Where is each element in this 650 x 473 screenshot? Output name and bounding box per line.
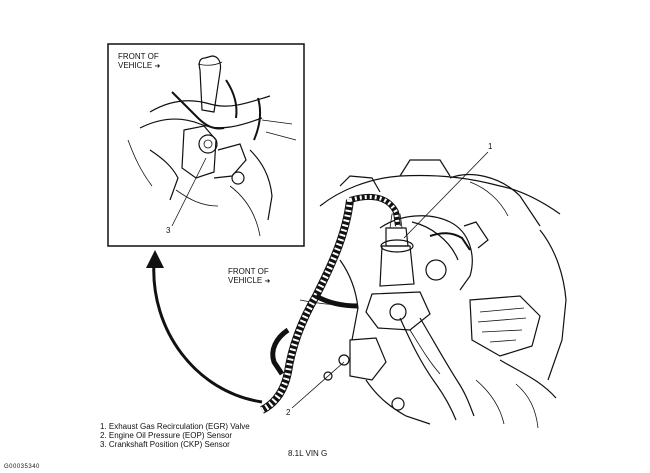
front-direction-icon: ➜ xyxy=(264,277,271,285)
engine-caption: 8.1L VIN G xyxy=(288,449,328,458)
callout-2-number: 2 xyxy=(286,408,291,417)
main-front-label-line2: VEHICLE xyxy=(228,276,263,285)
component-legend: 1. Exhaust Gas Recirculation (EGR) Valve… xyxy=(100,422,250,449)
inset-sensor-sketch xyxy=(127,55,297,237)
front-direction-icon: ➜ xyxy=(154,62,161,70)
main-front-label: FRONT OF VEHICLE ➜ xyxy=(228,267,270,286)
callout-3-number: 3 xyxy=(166,226,171,235)
legend-item-ckp: 3. Crankshaft Position (CKP) Sensor xyxy=(100,440,230,449)
legend-item-eop: 2. Engine Oil Pressure (EOP) Sensor xyxy=(100,431,233,440)
inset-front-label: FRONT OF VEHICLE ➜ xyxy=(118,52,160,71)
inset-front-label-line1: FRONT OF xyxy=(118,52,159,61)
figure-id: G00035340 xyxy=(4,464,40,470)
wiring-harness xyxy=(260,193,401,414)
main-front-label-line2-row: VEHICLE ➜ xyxy=(228,276,270,286)
callout-1-number: 1 xyxy=(488,142,493,151)
detail-pointer-arrow xyxy=(146,250,263,404)
inset-front-label-line2-row: VEHICLE ➜ xyxy=(118,61,160,71)
legend-item-egr: 1. Exhaust Gas Recirculation (EGR) Valve xyxy=(100,422,250,431)
main-front-label-line1: FRONT OF xyxy=(228,267,269,276)
callout-1-leader xyxy=(403,151,489,239)
main-engine-sketch xyxy=(299,159,567,429)
callout-2-leader xyxy=(291,361,345,409)
inset-front-label-line2: VEHICLE xyxy=(118,61,153,70)
inset-frame xyxy=(107,43,305,247)
